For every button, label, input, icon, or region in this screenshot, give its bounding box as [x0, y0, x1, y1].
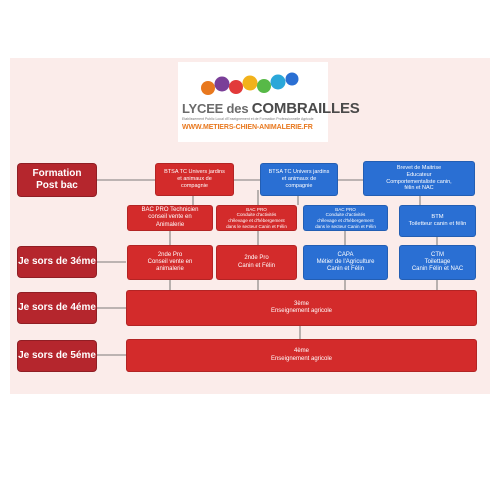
box-bacpro-conduite-red: BAC PRO Conduite d'activités d'élevage e…: [216, 205, 297, 231]
level-post-bac: Formation Post bac: [17, 163, 97, 197]
box-2nde-conseil-vente: 2nde Pro Conseil vente en animalerie: [127, 245, 213, 280]
box-capa: CAPA Métier de l'Agriculture Canin et Fé…: [303, 245, 388, 280]
box-ctm: CTM Toilettage Canin Félin et NAC: [399, 245, 476, 280]
box-btsa-blue: BTSA TC Univers jardins et animaux de co…: [260, 163, 338, 196]
box-bacpro-technicien: BAC PRO Technicien conseil vente en Anim…: [127, 205, 213, 231]
box-btm: BTM Toiletteur canin et félin: [399, 205, 476, 237]
box-3eme: 3ème Enseignement agricole: [126, 290, 477, 326]
box-4eme: 4ème Enseignement agricole: [126, 339, 477, 372]
box-btsa-red: BTSA TC Univers jardins et animaux de co…: [155, 163, 234, 196]
level-sors-4eme: Je sors de 4éme: [17, 292, 97, 324]
level-sors-5eme: Je sors de 5éme: [17, 340, 97, 372]
box-brevet-maitrise: Brevet de Maitrise Educateur Comportemen…: [363, 161, 475, 196]
logo-title: LYCEE des COMBRAILLES: [182, 100, 360, 117]
box-bacpro-conduite-blue: BAC PRO Conduite d'activités d'élevage e…: [303, 205, 388, 231]
school-logo: LYCEE des COMBRAILLES Etablissement Publ…: [178, 62, 360, 142]
logo-url: WWW.METIERS-CHIEN-ANIMALERIE.FR: [182, 124, 313, 131]
box-2nde-canin-felin: 2nde Pro Canin et Félin: [216, 245, 297, 280]
animal-silhouettes-icon: [201, 72, 299, 95]
logo-subtitle: Etablissement Public Local d'Enseignemen…: [182, 117, 314, 121]
level-sors-3eme: Je sors de 3éme: [17, 246, 97, 278]
